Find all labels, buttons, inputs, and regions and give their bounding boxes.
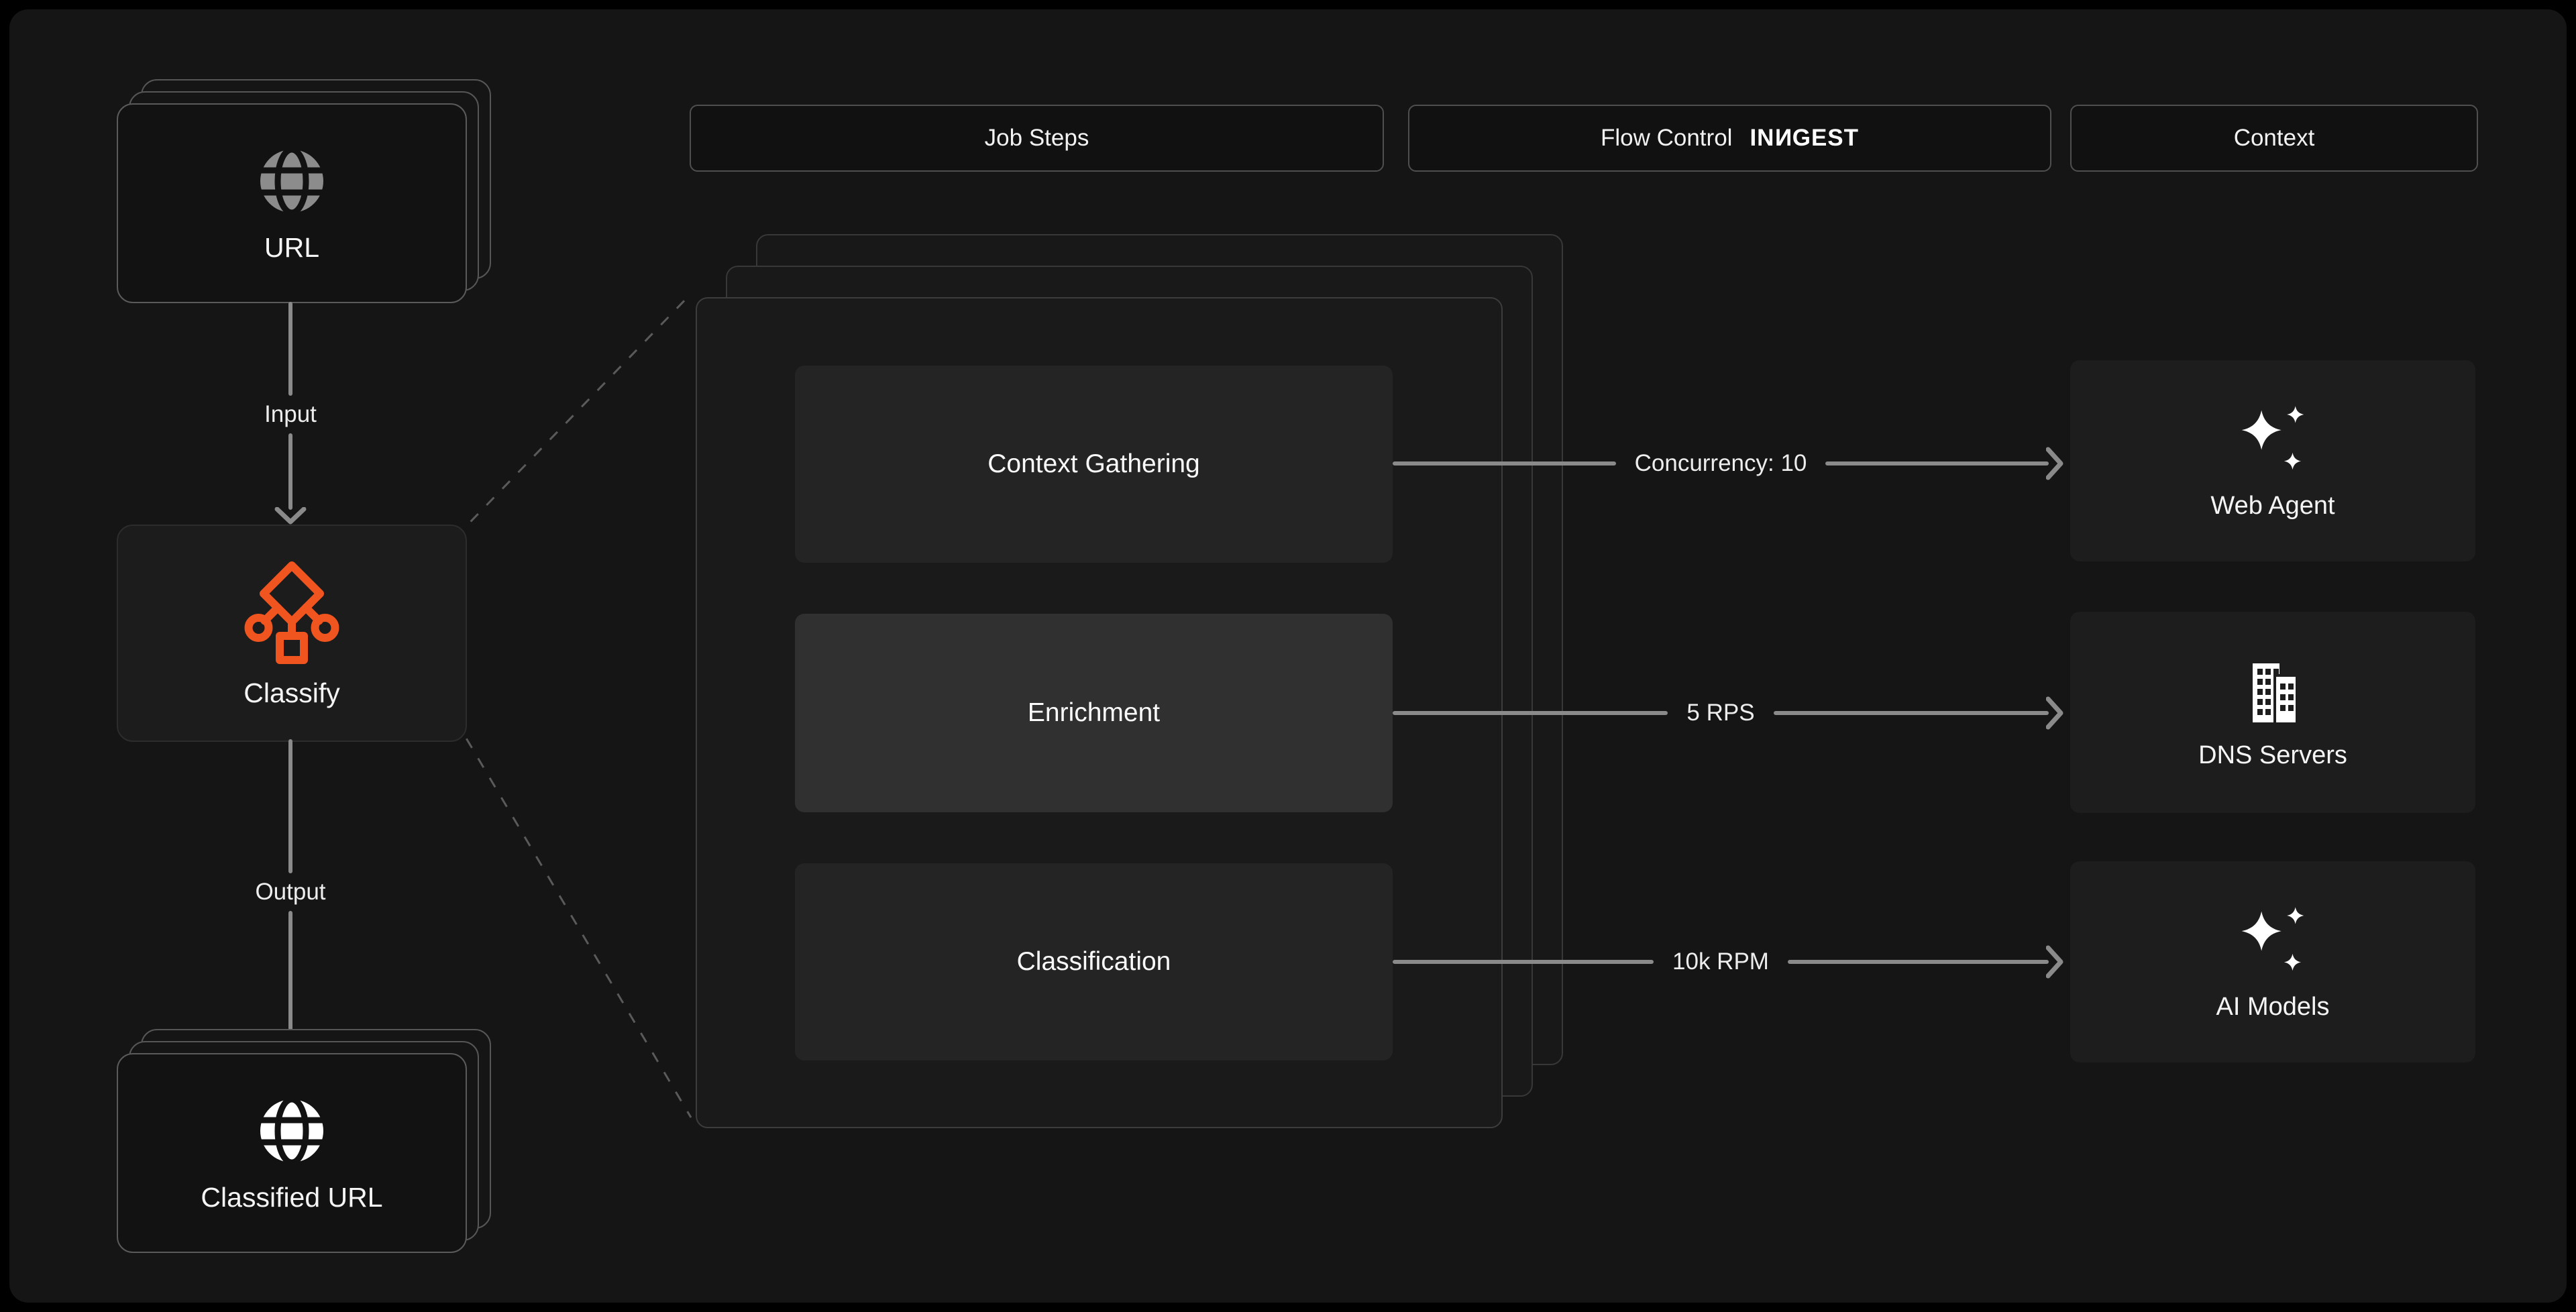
- arrowhead-down-icon: [274, 507, 307, 525]
- arrow-line: [1773, 711, 2049, 715]
- globe-icon: [260, 1096, 323, 1165]
- header-job-steps: Job Steps: [690, 105, 1384, 172]
- context-node-label: AI Models: [2216, 992, 2330, 1021]
- inngest-logo-part-mirrored: N: [1774, 125, 1792, 151]
- classify-node: Classify: [117, 525, 467, 742]
- arrow-line: [288, 302, 292, 396]
- arrowhead-right-icon: [2046, 696, 2063, 730]
- sparkles-icon: [2241, 906, 2304, 971]
- flow-arrow-rps: 5 RPS: [1393, 696, 2063, 730]
- output-arrow: Output: [156, 739, 425, 1050]
- context-node-dns-servers: DNS Servers: [2070, 612, 2475, 813]
- arrowhead-right-icon: [2046, 447, 2063, 480]
- flow-arrow-concurrency: Concurrency: 10: [1393, 447, 2063, 480]
- context-node-web-agent: Web Agent: [2070, 360, 2475, 561]
- input-arrow: Input: [156, 302, 425, 525]
- step-classification: Classification: [795, 863, 1393, 1060]
- url-node-label: URL: [264, 231, 320, 263]
- step-label: Context Gathering: [987, 449, 1200, 478]
- flow-control-label: 10k RPM: [1672, 948, 1769, 975]
- flow-control-label: Concurrency: 10: [1634, 450, 1807, 476]
- header-job-steps-label: Job Steps: [984, 125, 1089, 151]
- classified-url-node: Classified URL: [117, 1053, 467, 1253]
- sparkles-icon: [2241, 405, 2304, 470]
- arrow-line: [1787, 960, 2049, 964]
- step-label: Classification: [1016, 947, 1171, 976]
- arrow-line: [1393, 461, 1616, 466]
- header-flow-control-label: Flow Control: [1600, 125, 1733, 151]
- flow-arrow-rpm: 10k RPM: [1393, 945, 2063, 979]
- globe-icon: [260, 146, 323, 215]
- inngest-logo-part: GEST: [1792, 125, 1860, 151]
- step-enrichment: Enrichment: [795, 614, 1393, 812]
- inngest-logo-part: IN: [1750, 125, 1775, 151]
- classify-node-label: Classify: [244, 677, 340, 708]
- classified-url-node-label: Classified URL: [201, 1181, 383, 1213]
- url-node: URL: [117, 103, 467, 303]
- header-context: Context: [2070, 105, 2478, 172]
- step-context-gathering: Context Gathering: [795, 366, 1393, 563]
- flow-control-label: 5 RPS: [1686, 700, 1755, 726]
- arrow-line: [288, 433, 292, 510]
- arrow-line: [1825, 461, 2049, 466]
- context-node-label: Web Agent: [2210, 491, 2335, 520]
- header-context-label: Context: [2233, 125, 2315, 151]
- arrow-line: [288, 911, 292, 1036]
- building-icon: [2253, 663, 2296, 722]
- step-label: Enrichment: [1027, 698, 1161, 727]
- arrow-line: [288, 739, 292, 873]
- arrow-line: [1393, 960, 1654, 964]
- workflow-classify-icon: [244, 561, 339, 664]
- arrow-line: [1393, 711, 1668, 715]
- input-edge-label: Input: [264, 401, 317, 427]
- context-node-label: DNS Servers: [2198, 741, 2347, 769]
- context-node-ai-models: AI Models: [2070, 861, 2475, 1062]
- arrowhead-right-icon: [2046, 945, 2063, 979]
- output-edge-label: Output: [255, 879, 326, 905]
